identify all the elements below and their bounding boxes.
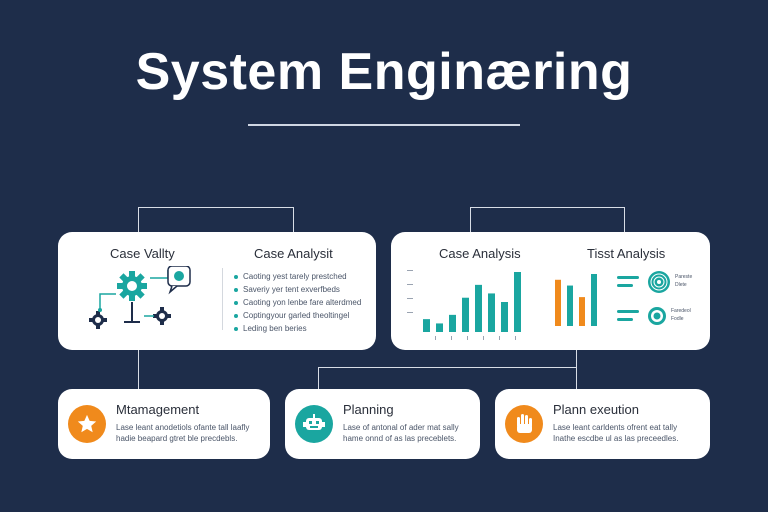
- connector: [318, 367, 319, 389]
- connector: [470, 207, 625, 208]
- case-analysis-card[interactable]: Case Analysis Tisst Analysis Pareste Dl: [391, 232, 710, 350]
- gear-icon: [89, 311, 107, 329]
- bar: [488, 293, 495, 332]
- card-title: Mtamagement: [116, 402, 200, 417]
- bullet-icon: [234, 287, 238, 292]
- card-title: Plann exeution: [553, 402, 640, 417]
- plan-execution-card[interactable]: Plann exeution Lase leant carldents ofre…: [495, 389, 710, 459]
- planning-card[interactable]: Planning Lase of antonal of ader mat sal…: [285, 389, 480, 459]
- card-description: Lase of antonal of ader mat sally hame o…: [343, 423, 459, 443]
- legend-line: [617, 284, 633, 287]
- legend-line: [617, 318, 633, 321]
- legend-label: Faredeol: [671, 308, 691, 314]
- bullet-list: Caoting yest tarely prestched Saveriy ye…: [234, 270, 361, 335]
- bar: [449, 314, 456, 332]
- list-item: Leding ben beries: [234, 322, 361, 335]
- connector: [318, 367, 577, 368]
- list-item: Coptingyour garled theoltingel: [234, 309, 361, 322]
- star-icon: [68, 405, 106, 443]
- card-heading: Case Analysit: [254, 246, 333, 261]
- connector: [576, 349, 577, 389]
- title-divider: [248, 124, 520, 126]
- bar-series: [555, 274, 597, 326]
- bar: [436, 323, 443, 332]
- bar: [423, 319, 430, 332]
- card-heading: Case Analysis: [439, 246, 521, 261]
- legend-label: Fodle: [671, 316, 684, 322]
- card-description: Lase leant carldents ofrent eat tally In…: [553, 423, 679, 443]
- list-item: Caoting yest tarely prestched: [234, 270, 361, 283]
- management-card[interactable]: Mtamagement Lase leant anodetiols ofante…: [58, 389, 270, 459]
- target-icon: [648, 307, 666, 325]
- connector: [138, 349, 139, 389]
- card-title: Planning: [343, 402, 394, 417]
- gear-icon: [117, 271, 147, 301]
- bullet-icon: [234, 326, 238, 331]
- bullet-icon: [234, 300, 238, 305]
- process-diagram: [89, 266, 191, 329]
- bar-series: [423, 272, 521, 332]
- bar-chart: [555, 274, 597, 326]
- divider: [222, 268, 223, 330]
- gear-icon: [153, 307, 171, 325]
- bar: [514, 272, 521, 332]
- bar: [591, 274, 597, 326]
- hand-icon: [505, 405, 543, 443]
- bar: [475, 284, 482, 332]
- legend-label: Pareste: [675, 274, 693, 280]
- bar-chart: [407, 270, 521, 340]
- connector: [138, 207, 294, 208]
- list-item: Saveriy yer tent exverfbeds: [234, 283, 361, 296]
- bullet-icon: [234, 313, 238, 318]
- legend-line: [617, 276, 639, 279]
- robot-icon: [295, 405, 333, 443]
- connector: [293, 207, 294, 233]
- page-title: System Enginæring: [135, 43, 633, 101]
- case-validity-card[interactable]: Case Vallty Case Analysit: [58, 232, 376, 350]
- x-axis-ticks: [435, 336, 516, 340]
- bar: [501, 302, 508, 332]
- bar: [567, 285, 573, 326]
- connector: [138, 207, 139, 233]
- legend-line: [617, 310, 639, 313]
- bar: [579, 297, 585, 326]
- card-heading: Case Vallty: [110, 246, 175, 261]
- bullet-icon: [234, 274, 238, 279]
- card-description: Lase leant anodetiols ofante tall laafly…: [116, 423, 250, 443]
- connector: [470, 207, 471, 233]
- legend-label: Dlete: [675, 282, 687, 288]
- bar: [555, 279, 561, 326]
- fingerprint-icon: [648, 271, 670, 293]
- chat-bubble-icon: [167, 266, 191, 295]
- list-item: Caoting yon lenbe fare alterdmed: [234, 296, 361, 309]
- card-heading: Tisst Analysis: [587, 246, 666, 261]
- bar: [462, 297, 469, 332]
- connector: [624, 207, 625, 233]
- y-axis-ticks: [407, 270, 413, 313]
